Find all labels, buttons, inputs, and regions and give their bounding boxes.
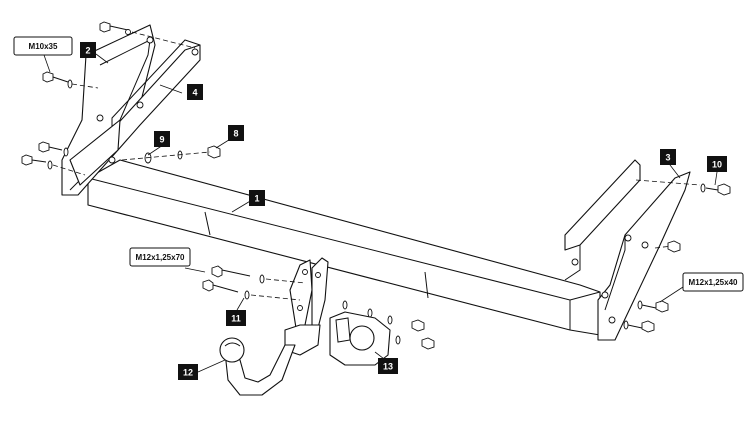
hitch-bolt-set: [202, 265, 306, 301]
svg-text:8: 8: [233, 129, 238, 139]
socket-plate: [329, 300, 435, 366]
svg-text:12: 12: [183, 368, 193, 378]
part-tag-11: 11: [226, 310, 246, 326]
part-tag-10: 10: [707, 156, 727, 172]
svg-text:1: 1: [254, 194, 259, 204]
svg-text:13: 13: [383, 362, 393, 372]
svg-text:9: 9: [159, 135, 164, 145]
bolt-spec-m12x70: M12x1,25x70: [129, 247, 191, 267]
svg-text:4: 4: [192, 88, 197, 98]
svg-text:10: 10: [712, 160, 722, 170]
part-tag-12: 12: [178, 364, 198, 380]
left-bracket: [61, 24, 201, 196]
right-bolt-set: [623, 179, 731, 333]
leader-lines: [43, 53, 718, 373]
part-tag-8: 8: [228, 125, 244, 141]
left-bolt-set: [21, 21, 196, 176]
bolt-spec-m10x35: M10x35: [13, 36, 73, 56]
svg-text:11: 11: [231, 314, 241, 324]
part-tag-3: 3: [660, 149, 676, 165]
svg-text:M12x1,25x40: M12x1,25x40: [689, 278, 738, 287]
part-tag-2: 2: [80, 42, 96, 58]
svg-text:M12x1,25x70: M12x1,25x70: [136, 253, 185, 262]
svg-text:3: 3: [665, 153, 670, 163]
washer-nut-set: [121, 145, 221, 164]
svg-text:2: 2: [85, 46, 90, 56]
part-tag-4: 4: [187, 84, 203, 100]
svg-text:M10x35: M10x35: [29, 42, 58, 51]
part-tag-13: 13: [378, 358, 398, 374]
right-bracket: [564, 159, 691, 341]
ball-hitch: [219, 257, 329, 396]
bolt-spec-m12x40: M12x1,25x40: [682, 272, 744, 292]
part-tag-9: 9: [154, 131, 170, 147]
part-tag-1: 1: [249, 190, 265, 206]
